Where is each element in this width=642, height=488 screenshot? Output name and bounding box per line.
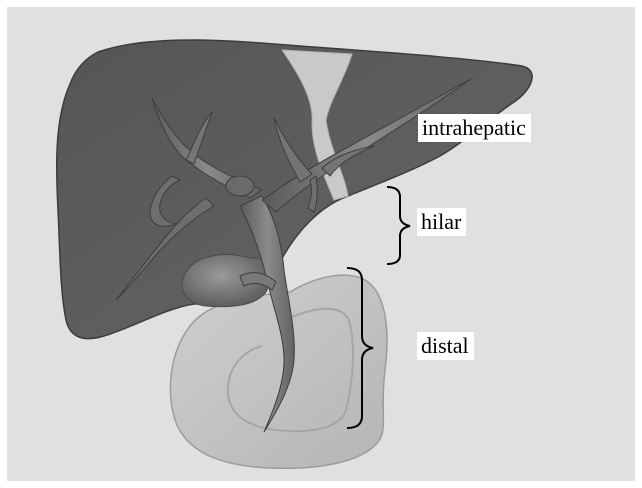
label-hilar: hilar (417, 208, 466, 236)
hilar-node (226, 176, 254, 196)
label-distal: distal (417, 332, 474, 360)
label-intrahepatic: intrahepatic (418, 114, 531, 142)
